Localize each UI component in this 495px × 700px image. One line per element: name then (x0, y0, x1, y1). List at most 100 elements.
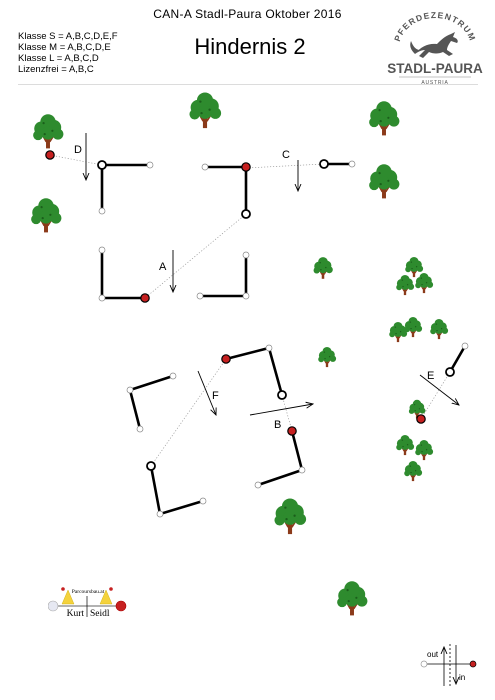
arrow-f (197, 370, 216, 415)
gate-post-white (97, 160, 107, 170)
track-segment (281, 394, 293, 432)
post (169, 372, 177, 380)
legend-post-white (420, 660, 428, 668)
post (348, 160, 356, 168)
legend-in-label: in (459, 673, 465, 682)
gate-label-b: B (274, 419, 281, 431)
track-segment (420, 371, 451, 420)
tree (32, 113, 65, 150)
track-segment (245, 163, 325, 169)
header-divider (18, 84, 478, 85)
gate-post-white (277, 390, 287, 400)
obstacle-a (100, 248, 147, 300)
gate-post-red (140, 293, 150, 303)
logo-name: STADL-PAURA (387, 61, 483, 76)
tree (30, 197, 63, 234)
obstacle-f (224, 346, 284, 397)
gate-post-red (45, 150, 55, 160)
signature-site: Parcoursbau.at (72, 589, 105, 595)
legend-post-red (469, 660, 477, 668)
post (98, 207, 106, 215)
arrow-b (249, 404, 313, 416)
tree (429, 318, 449, 340)
track-segment (144, 213, 247, 299)
obstacle-small-top (128, 374, 175, 392)
post (461, 342, 469, 350)
gate-post-red (287, 426, 297, 436)
signature-dot (109, 587, 113, 591)
logo-country: AUSTRIA (421, 80, 448, 86)
signature-flag-left (61, 589, 75, 605)
tree (312, 256, 334, 280)
event-title: CAN-A Stadl-Paura Oktober 2016 (153, 7, 342, 21)
track-segment (49, 154, 103, 166)
post (242, 292, 250, 300)
tree (404, 256, 424, 278)
track-line (49, 154, 451, 467)
tree (388, 321, 408, 343)
tree (336, 580, 369, 617)
gate-label-e: E (427, 370, 434, 382)
post (242, 251, 250, 259)
track-segment (150, 358, 227, 467)
post (98, 294, 106, 302)
gate-label-f: F (212, 390, 219, 402)
pferdezentrum-logo: PFERDEZENTRUM STADL-PAURA AUSTRIA (387, 10, 483, 86)
obstacle-small (128, 388, 142, 431)
class-line-m: Klasse M = A,B,C,D,E (18, 42, 111, 53)
gate-post-white (319, 159, 329, 169)
post (156, 510, 164, 518)
obstacle-b (256, 429, 304, 487)
course-title: Hindernis 2 (194, 34, 306, 59)
tree (273, 497, 308, 536)
gate-labels: D C A F B E (74, 144, 434, 431)
tree (368, 100, 401, 137)
obstacle-c-left (203, 165, 248, 216)
legend-out-label: out (427, 650, 439, 659)
class-list: Klasse S = A,B,C,D,E,F Klasse M = A,B,C,… (18, 31, 118, 75)
post (199, 497, 207, 505)
direction-arrows (86, 133, 459, 415)
arrow-e (419, 374, 459, 405)
tree (317, 346, 337, 368)
obstacle-walls (100, 162, 467, 516)
post (254, 481, 262, 489)
obstacle-right (198, 253, 248, 298)
signature-post-white (48, 600, 59, 612)
post (201, 163, 209, 171)
gate-post-red (416, 414, 426, 424)
post (98, 246, 106, 254)
class-line-l: Klasse L = A,B,C,D (18, 53, 99, 64)
gate-post-white (241, 209, 251, 219)
signature-first-name: Kurt (67, 609, 85, 619)
obstacle-bottom (149, 464, 205, 516)
gate-post-red (221, 354, 231, 364)
obstacle-posts (45, 150, 469, 518)
gate-label-c: C (282, 149, 290, 161)
tree (368, 163, 401, 200)
obstacle-d (100, 163, 152, 213)
designer-signature: Parcoursbau.at Kurt Seidl (48, 587, 127, 619)
signature-dot (61, 587, 65, 591)
signature-post-red (115, 600, 127, 612)
tree (395, 434, 415, 456)
class-line-lizenzfrei: Lizenzfrei = A,B,C (18, 64, 94, 75)
class-line-s: Klasse S = A,B,C,D,E,F (18, 31, 118, 42)
tree (414, 439, 434, 461)
gate-post-white (445, 367, 455, 377)
gate-post-white (146, 461, 156, 471)
direction-legend: out in (420, 644, 477, 688)
tree (403, 460, 423, 482)
trees (30, 91, 449, 617)
gate-label-d: D (74, 144, 82, 156)
post (126, 386, 134, 394)
post (196, 292, 204, 300)
signature-last-name: Seidl (90, 609, 110, 619)
obstacle-e (448, 344, 467, 374)
tree (188, 91, 223, 130)
post (136, 425, 144, 433)
post (146, 161, 154, 169)
tree (414, 272, 434, 294)
signature-flag-right (99, 589, 113, 605)
